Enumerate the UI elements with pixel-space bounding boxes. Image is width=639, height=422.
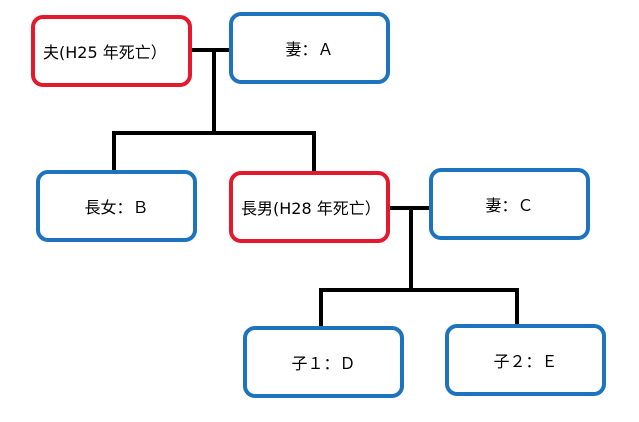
node-wife-c: 妻：Ｃ [429,168,590,240]
descent-line-bottom [409,210,413,290]
drop-line-daughter [112,131,116,171]
drop-line-son [312,131,316,173]
marriage-line-top [191,48,230,52]
node-child-e-label: 子２：Ｅ [493,352,558,371]
node-eldest-daughter-label: 長女：Ｂ [84,198,149,217]
node-eldest-son: 長男(H28 年死亡） [229,171,390,243]
node-wife-a: 妻：Ａ [229,12,390,84]
node-husband-label: 夫(H25 年死亡） [43,43,167,62]
drop-line-child1 [319,288,323,327]
sibling-line [112,131,316,135]
drop-line-child2 [515,288,519,326]
node-child-d-label: 子１：Ｄ [291,354,356,373]
node-wife-a-label: 妻：Ａ [285,40,334,59]
node-wife-c-label: 妻：Ｃ [485,196,534,215]
descent-line-top [212,52,216,134]
marriage-line-bottom [388,206,432,210]
node-child-d: 子１：Ｄ [243,326,404,398]
children-line [319,288,519,292]
node-child-e: 子２：Ｅ [445,324,606,396]
node-husband: 夫(H25 年死亡） [31,15,192,87]
node-eldest-son-label: 長男(H28 年死亡） [241,199,381,218]
node-eldest-daughter: 長女：Ｂ [36,170,197,242]
